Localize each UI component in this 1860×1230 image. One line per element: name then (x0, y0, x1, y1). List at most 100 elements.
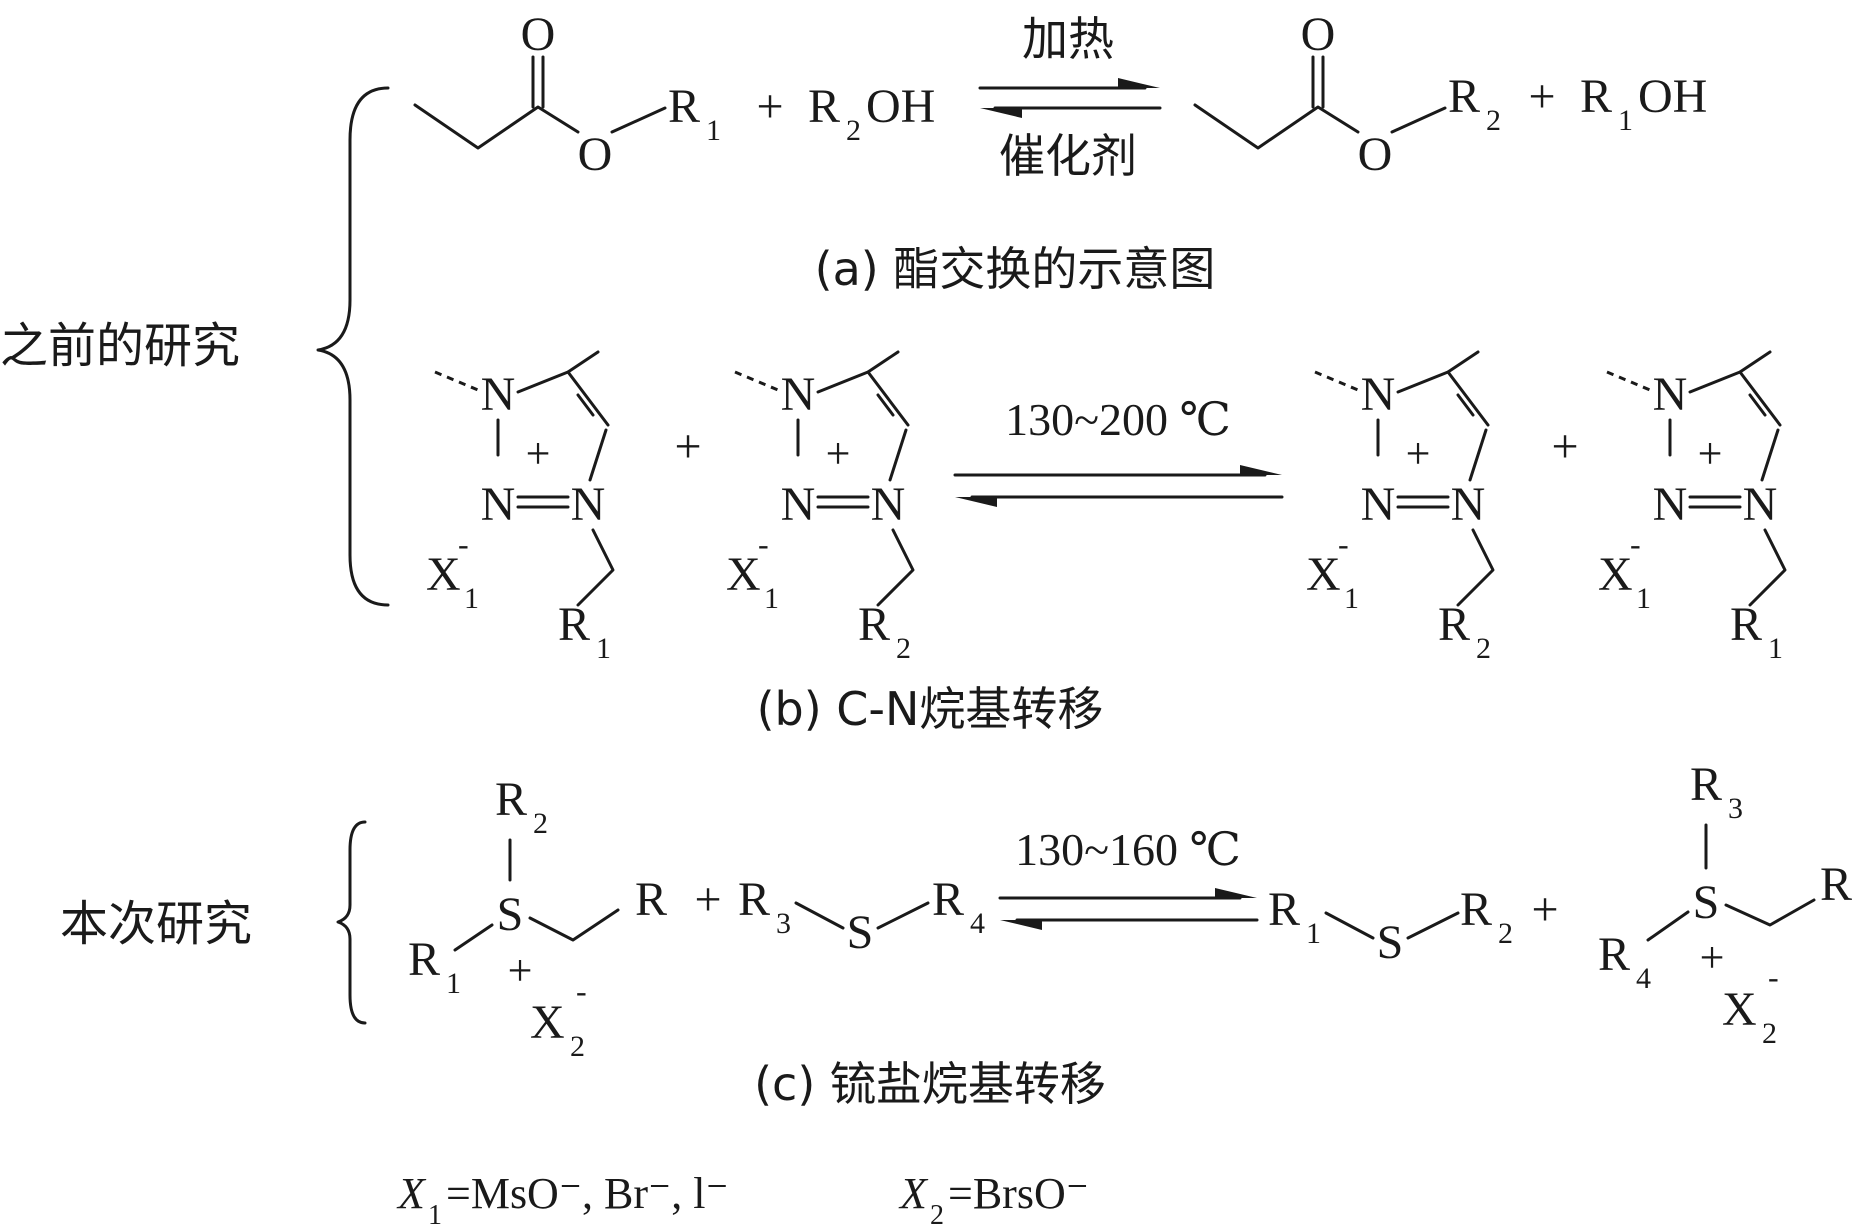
brace-current (336, 820, 367, 1025)
ester-right-carbonyl (1311, 55, 1325, 109)
sulfonium-right-r3: R (1690, 758, 1722, 811)
ring-n3-c4-bond (588, 428, 608, 482)
bond-s-r1 (453, 923, 494, 952)
sulfonium-right-r4-sub: 4 (1636, 962, 1651, 995)
ester-left-carbonyl-o: O (521, 8, 556, 61)
condition-c: 130~160 ℃ (1015, 824, 1241, 875)
sulfonium-left-r1-sub: 1 (446, 967, 461, 1000)
product-sulfide-r2-sub: 2 (1498, 917, 1513, 950)
ring-n3-c4-bond (1760, 428, 1780, 482)
sulfonium-right-s: S (1693, 876, 1720, 929)
bond-s-ch2-r-right (1724, 898, 1816, 927)
ring-n2-n3-double-bond (1688, 495, 1742, 509)
sulfonium-right-x-sub: 2 (1762, 1017, 1777, 1050)
sulfonium-left-r1: R (408, 933, 440, 986)
ring-n3-c4-bond (1468, 428, 1488, 482)
r2oh-oh: OH (866, 80, 935, 133)
counterion-x: X (1306, 548, 1341, 601)
r2-subscript: 2 (1486, 104, 1501, 137)
ester-left-ether-o: O (578, 128, 613, 181)
legend: X 1 =MsO⁻, Br⁻, l⁻ X 2 =BrsO⁻ (396, 1169, 1089, 1230)
methyl-dash-bond (434, 370, 479, 392)
sulfonium-left-charge: + (508, 946, 533, 995)
ring-n3-c4-bond (888, 428, 908, 482)
methyl-dash-bond (1314, 370, 1359, 392)
product-sulfide-r1: R (1268, 883, 1300, 936)
plus-c-left: + (694, 873, 721, 926)
ring-c-bonds (516, 370, 610, 427)
counterion-x-sub: 1 (1344, 582, 1359, 615)
ring-charge: + (526, 429, 551, 478)
ring-n3: N (1451, 478, 1486, 531)
legend-x2-label: X (898, 1169, 929, 1218)
caption-b: (b) C-N烷基转移 (757, 682, 1104, 736)
methyl-dash-bond (734, 370, 779, 392)
plus-c-right: + (1531, 883, 1558, 936)
ring-double-and-methyl (866, 350, 900, 417)
counterion-x-charge: - (758, 526, 769, 562)
bond-s-ch2-r (528, 908, 620, 942)
arrow-b-reverse-head (955, 497, 997, 507)
arrow-c-forward-head (1215, 888, 1257, 898)
legend-x2-value: =BrsO⁻ (948, 1169, 1089, 1218)
ring-double-and-methyl (1446, 350, 1480, 417)
n-alkyl-r: R (558, 598, 590, 651)
plus-a-right: + (1528, 70, 1555, 123)
ester-right-carbonyl-o: O (1301, 8, 1336, 61)
sulfonium-right-r4: R (1598, 928, 1630, 981)
ring-n1: N (781, 368, 816, 421)
n-alkyl-r: R (1438, 598, 1470, 651)
sulfonium-left-x-charge: - (576, 973, 587, 1009)
legend-x1-label: X (396, 1169, 427, 1218)
ring-c-bonds (816, 370, 910, 427)
arrow-a-forward-head (1118, 78, 1160, 88)
plus-b-left: + (674, 420, 701, 473)
r1oh-subscript: 1 (1618, 104, 1633, 137)
sulfonium-right-x-charge: - (1768, 959, 1779, 995)
ring-n2-n3-double-bond (516, 495, 570, 509)
r1-label: R (668, 80, 700, 133)
sulfide-s: S (847, 906, 874, 959)
sulfonium-left-r2: R (495, 773, 527, 826)
counterion-x-charge: - (1630, 526, 1641, 562)
product-sulfide-r2: R (1460, 883, 1492, 936)
reaction-c: R 2 S R R 1 + X 2 - + R 3 S R 4 130~160 … (408, 758, 1852, 1111)
ring-charge: + (826, 429, 851, 478)
n-alkyl-bond (876, 528, 915, 607)
ring-n1: N (481, 368, 516, 421)
label-current-research: 本次研究 (60, 896, 252, 952)
brace-previous (316, 86, 390, 607)
sulfonium-right-x: X (1722, 983, 1757, 1036)
r2oh-r: R (808, 80, 840, 133)
r1oh-oh: OH (1638, 70, 1707, 123)
ester-left-carbonyl (531, 55, 545, 109)
ring-n2-n3-double-bond (816, 495, 870, 509)
ester-right-o-r2-bond (1390, 106, 1447, 134)
counterion-x-sub: 1 (1636, 582, 1651, 615)
counterion-x-charge: - (1338, 526, 1349, 562)
n-alkyl-bond (1456, 528, 1495, 607)
sulfonium-left-x-sub: 2 (570, 1030, 585, 1063)
legend-x1-value: =MsO⁻, Br⁻, l⁻ (446, 1169, 729, 1218)
sulfonium-left-r2-sub: 2 (533, 807, 548, 840)
legend-x1-sub: 1 (428, 1200, 442, 1230)
caption-a: (a) 酯交换的示意图 (815, 242, 1216, 296)
n-alkyl-bond (576, 528, 615, 607)
counterion-x: X (1598, 548, 1633, 601)
product-sulfide-s: S (1377, 916, 1404, 969)
r1-subscript: 1 (706, 114, 721, 147)
sulfide-r4: R (932, 873, 964, 926)
ring-n3: N (871, 478, 906, 531)
ring-n1: N (1361, 368, 1396, 421)
n-alkyl-r-sub: 1 (1768, 632, 1783, 665)
condition-catalyst: 催化剂 (999, 129, 1137, 183)
condition-heat: 加热 (1022, 12, 1114, 66)
sulfide-r3-sub: 3 (776, 907, 791, 940)
label-previous-research: 之前的研究 (0, 318, 240, 374)
sulfide-r3: R (738, 873, 770, 926)
sulfonium-right-charge: + (1700, 933, 1725, 982)
